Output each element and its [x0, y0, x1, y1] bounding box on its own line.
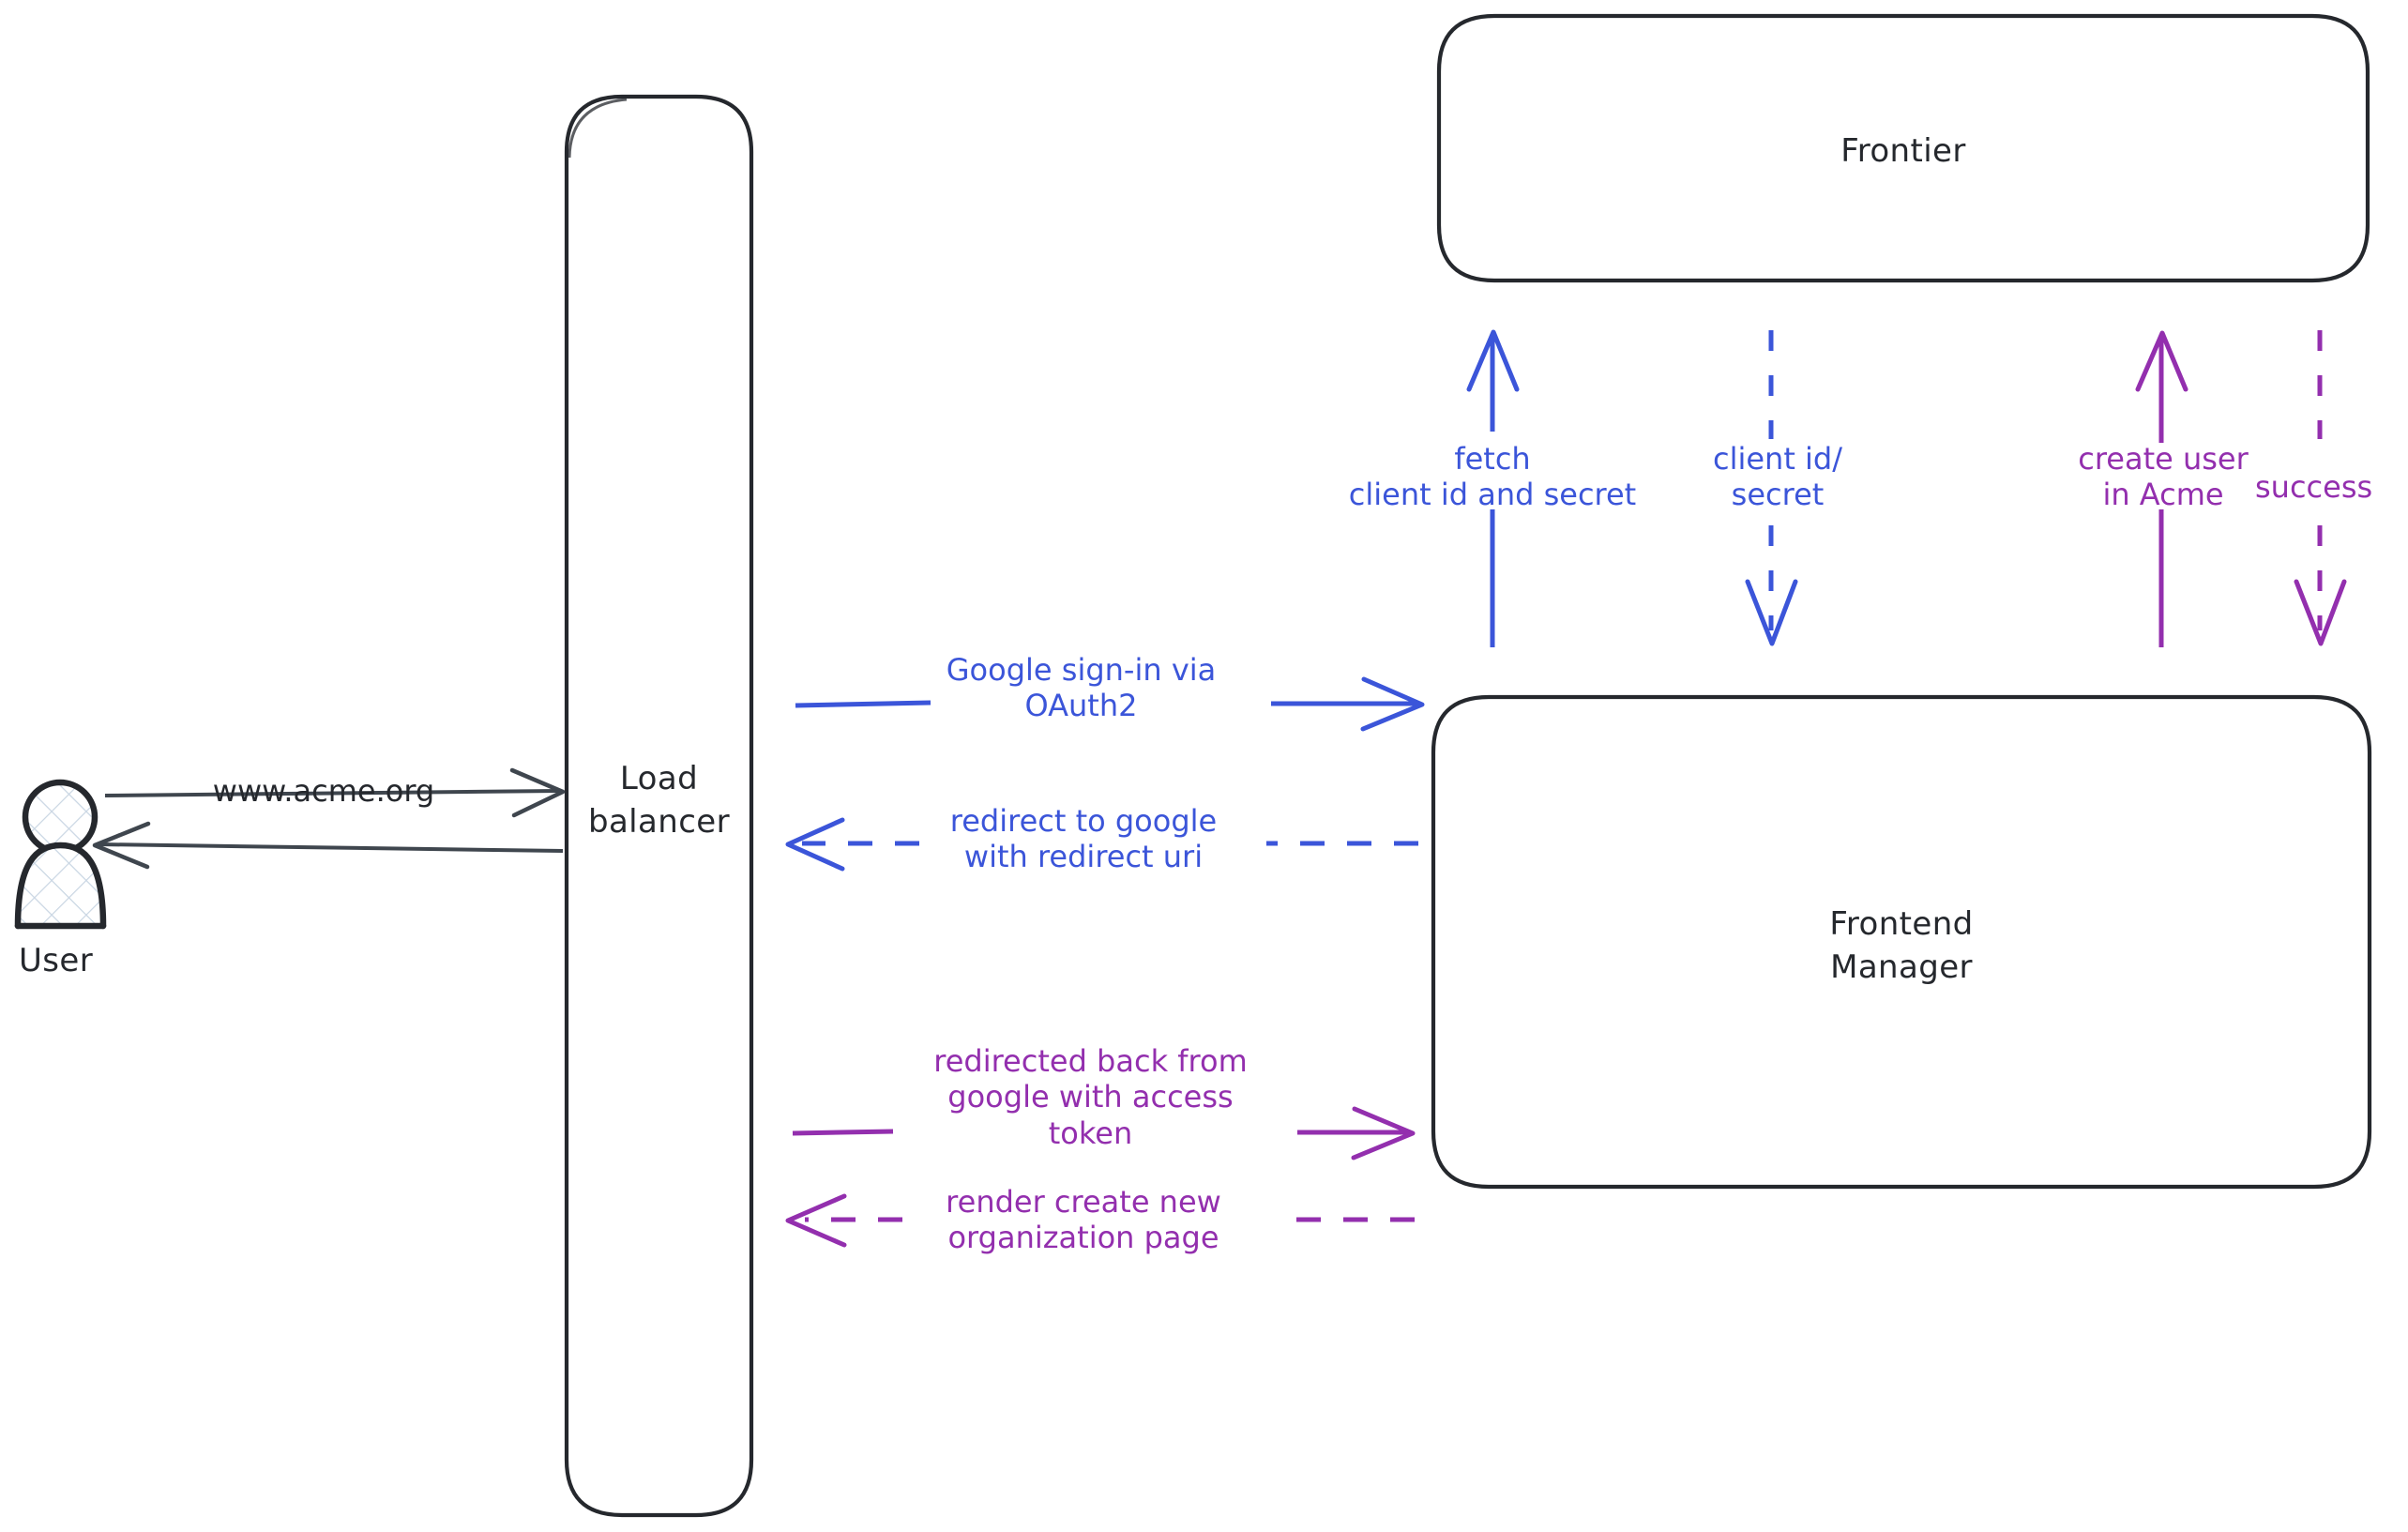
edge-client-id-secret-arrow — [1745, 330, 1798, 646]
user-actor — [14, 779, 107, 930]
edge-load-balancer-to-user-arrow — [92, 821, 564, 870]
frontier-shape — [1436, 13, 2370, 283]
edge-redirected-back-with-access-token-arrow — [792, 1106, 1416, 1160]
edge-render-create-new-organization-page-arrow — [785, 1193, 1415, 1248]
edge-success-arrow — [2294, 330, 2347, 646]
load-balancer-shape — [564, 94, 754, 1518]
edge-create-user-in-acme-arrow — [2135, 330, 2188, 647]
edge-redirect-to-google-arrow — [785, 817, 1418, 872]
frontend-manager-shape — [1431, 694, 2372, 1190]
edge-user-to-load-balancer-arrow — [104, 767, 566, 818]
user-actor-label: User — [19, 942, 94, 979]
edge-fetch-client-id-and-secret-arrow — [1466, 329, 1520, 647]
edge-google-signin-oauth2-arrow — [795, 676, 1425, 732]
